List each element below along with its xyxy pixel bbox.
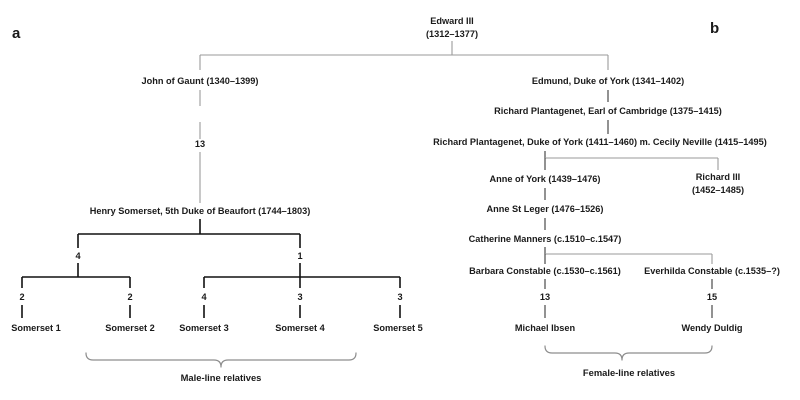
leaf-somerset-3: Somerset 3 [179, 323, 229, 333]
gen-count-everhilda-to-duldig: 15 [707, 292, 717, 302]
node-edward-iii-name: Edward III [430, 16, 473, 26]
gen-count-somerset-2: 2 [127, 292, 132, 302]
gen-count-somerset-3: 4 [201, 292, 207, 302]
node-edmund-duke-of-york: Edmund, Duke of York (1341–1402) [532, 76, 684, 86]
leaf-somerset-4: Somerset 4 [275, 323, 325, 333]
gen-count-somerset-5: 3 [397, 292, 402, 302]
node-richard-iii-name: Richard III [696, 172, 740, 182]
leaf-wendy-duldig: Wendy Duldig [681, 323, 742, 333]
leaf-somerset-1: Somerset 1 [11, 323, 61, 333]
node-barbara-constable: Barbara Constable (c.1530–c.1561) [469, 266, 621, 276]
gen-count-somerset-1: 2 [19, 292, 24, 302]
node-richard-iii-dates: (1452–1485) [692, 185, 744, 195]
gen-count-gaunt-to-beaufort: 13 [195, 139, 205, 149]
gen-count-somerset-4: 3 [297, 292, 302, 302]
node-anne-st-leger: Anne St Leger (1476–1526) [487, 204, 604, 214]
caption-female-line: Female-line relatives [583, 367, 675, 378]
node-everhilda-constable: Everhilda Constable (c.1535–?) [644, 266, 780, 276]
node-anne-of-york: Anne of York (1439–1476) [490, 174, 601, 184]
panel-letter-a: a [12, 25, 21, 42]
leaf-michael-ibsen: Michael Ibsen [515, 323, 576, 333]
gen-count-beaufort-right: 1 [297, 251, 302, 261]
gen-count-barbara-to-ibsen: 13 [540, 292, 550, 302]
node-john-of-gaunt: John of Gaunt (1340–1399) [142, 76, 259, 86]
node-richard-duke-of-york-cecily-neville: Richard Plantagenet, Duke of York (1411–… [433, 137, 767, 147]
panel-letter-b: b [710, 20, 719, 37]
node-edward-iii-dates: (1312–1377) [426, 29, 478, 39]
node-richard-earl-of-cambridge: Richard Plantagenet, Earl of Cambridge (… [494, 106, 722, 116]
leaf-somerset-2: Somerset 2 [105, 323, 155, 333]
brace-female-line [544, 345, 713, 361]
node-henry-somerset-beaufort: Henry Somerset, 5th Duke of Beaufort (17… [90, 206, 311, 216]
caption-male-line: Male-line relatives [181, 372, 262, 383]
gen-count-beaufort-left: 4 [75, 251, 81, 261]
node-catherine-manners: Catherine Manners (c.1510–c.1547) [469, 234, 622, 244]
brace-male-line [85, 352, 357, 368]
leaf-somerset-5: Somerset 5 [373, 323, 423, 333]
